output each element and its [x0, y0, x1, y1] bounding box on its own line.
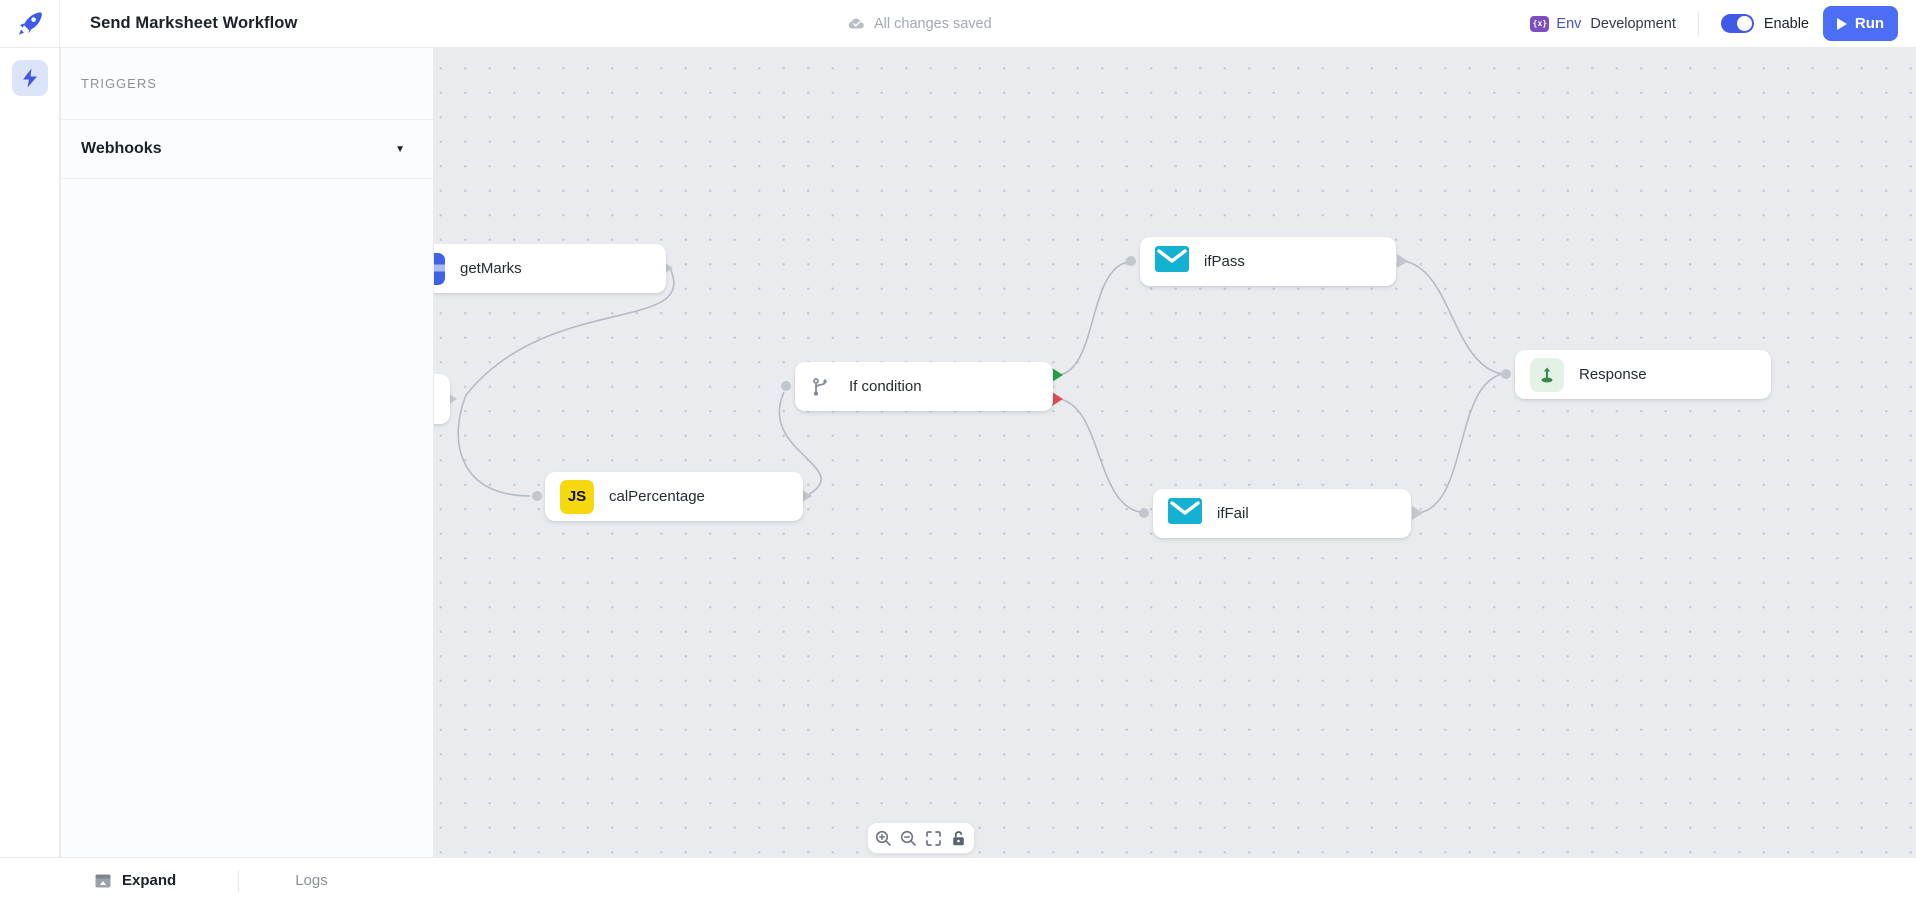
node-iffail[interactable]: ifFail [1153, 489, 1411, 538]
logs-button[interactable]: Logs [295, 872, 328, 889]
lightning-icon [22, 68, 37, 88]
input-port-calpercentage[interactable] [532, 491, 542, 501]
zoom-out-icon[interactable] [898, 828, 918, 848]
environment-selector[interactable]: {x} Env Development [1530, 15, 1676, 32]
env-label: Env [1556, 15, 1582, 32]
save-status-label: All changes saved [874, 15, 992, 32]
node-calpercentage[interactable]: JS calPercentage [545, 472, 803, 521]
output-port-ifcondition-false[interactable] [1052, 392, 1063, 406]
output-port-iffail[interactable] [1412, 506, 1423, 520]
top-bar: Send Marksheet Workflow All changes save… [0, 0, 1916, 48]
lock-icon[interactable] [949, 828, 969, 848]
sidebar-item-webhooks[interactable]: Webhooks ▼ [61, 120, 433, 179]
response-icon [1530, 357, 1564, 392]
node-label: ifFail [1217, 505, 1249, 522]
mail-icon [1168, 498, 1202, 529]
chevron-down-icon: ▼ [395, 143, 405, 155]
output-port-ifcondition-true[interactable] [1052, 368, 1063, 382]
node-getmarks[interactable]: getMarks [398, 244, 666, 293]
panel-section-title: TRIGGERS [61, 48, 433, 120]
node-response[interactable]: Response [1515, 350, 1771, 399]
output-port-ifpass[interactable] [1397, 254, 1408, 268]
cloud-check-icon [848, 18, 864, 29]
edge-getmarks-to-calpercentage [457, 267, 675, 497]
run-label: Run [1854, 15, 1885, 32]
enable-label: Enable [1763, 15, 1809, 32]
mail-icon [1155, 246, 1189, 277]
node-label: getMarks [460, 260, 522, 277]
zoom-in-icon[interactable] [873, 828, 893, 848]
input-port-iffail[interactable] [1139, 508, 1149, 518]
input-port-ifcondition[interactable] [781, 381, 791, 391]
expand-panel-icon [95, 874, 111, 887]
javascript-icon: JS [560, 479, 594, 514]
triggers-panel: TRIGGERS Webhooks ▼ [61, 48, 434, 857]
expand-button[interactable]: Expand [94, 872, 176, 890]
edge-ifcondition-true-to-ifpass [1059, 261, 1129, 376]
env-value: Development [1590, 15, 1676, 32]
edge-ifpass-to-response [1403, 260, 1503, 375]
divider [238, 869, 240, 892]
branch-icon [810, 375, 834, 399]
input-port-ifpass[interactable] [1126, 256, 1136, 266]
bottom-bar: Expand Logs [0, 857, 1916, 903]
sidebar-item-label: Webhooks [81, 140, 162, 157]
env-variable-icon: {x} [1530, 15, 1550, 32]
node-label: If condition [849, 378, 922, 395]
edge-ifcondition-false-to-iffail [1059, 398, 1141, 513]
node-label: calPercentage [609, 488, 705, 505]
toggle-knob [1736, 16, 1752, 31]
left-rail [0, 48, 60, 857]
run-button[interactable]: Run [1823, 6, 1898, 41]
enable-toggle[interactable] [1720, 14, 1754, 33]
canvas-zoom-toolbar [867, 822, 975, 854]
save-status: All changes saved [848, 0, 992, 47]
workflow-title: Send Marksheet Workflow [90, 14, 298, 32]
fit-view-icon[interactable] [924, 828, 944, 848]
triggers-rail-button[interactable] [11, 60, 48, 96]
node-label: ifPass [1204, 253, 1245, 270]
node-ifpass[interactable]: ifPass [1140, 237, 1396, 286]
play-icon [1836, 17, 1847, 30]
node-label: Response [1579, 366, 1647, 383]
divider [1697, 11, 1699, 36]
input-port-response[interactable] [1501, 369, 1511, 379]
expand-label: Expand [122, 872, 177, 889]
app-logo[interactable] [0, 0, 60, 47]
edge-iffail-to-response [1418, 373, 1503, 514]
node-if-condition[interactable]: If condition [795, 362, 1053, 411]
